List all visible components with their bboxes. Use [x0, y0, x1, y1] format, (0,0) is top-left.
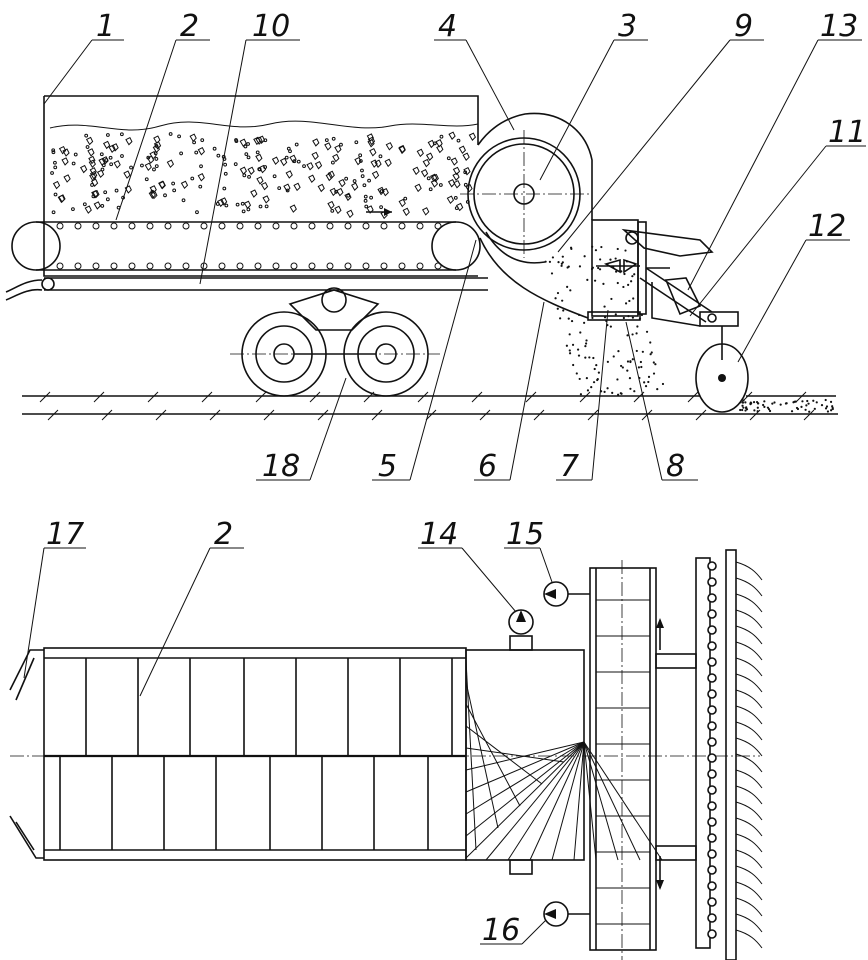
callout-5: 5	[372, 239, 477, 484]
callout-label-4: 4	[438, 9, 457, 44]
side-view	[5, 95, 838, 421]
callout-11: 11	[689, 115, 866, 317]
callout-label-1: 1	[96, 9, 115, 44]
callout-label-10: 10	[252, 9, 290, 44]
callout-label-17: 17	[46, 517, 84, 552]
plan-view	[9, 549, 763, 960]
callout-10: 10	[199, 9, 300, 285]
drum	[460, 112, 593, 319]
plan-roller	[695, 549, 763, 960]
plan-drum	[465, 609, 663, 875]
callout-label-2: 2	[180, 9, 199, 44]
callout-label-11: 11	[828, 115, 866, 150]
granular-material	[50, 131, 477, 220]
callouts: 1 2 10 4 3 9 13 11	[23, 9, 866, 948]
callout-label-13: 13	[820, 9, 858, 44]
callout-label-2-plan: 2	[214, 517, 233, 552]
callout-16: 16	[480, 913, 547, 948]
plan-hopper	[9, 647, 760, 861]
callout-label-3: 3	[618, 9, 637, 44]
hopper	[43, 95, 479, 277]
callout-14: 14	[418, 517, 517, 613]
callout-4: 4	[434, 9, 515, 131]
chassis-wheels	[230, 287, 440, 397]
callout-label-14: 14	[420, 517, 458, 552]
callout-label-9: 9	[734, 9, 753, 44]
callout-3: 3	[539, 9, 648, 181]
callout-label-6: 6	[478, 449, 497, 484]
callout-12: 12	[737, 209, 850, 363]
callout-8: 8	[625, 321, 698, 484]
callout-label-12: 12	[808, 209, 846, 244]
plan-dispenser	[543, 560, 697, 960]
callout-13: 13	[687, 9, 862, 291]
frame	[5, 277, 488, 301]
falling-material	[544, 245, 834, 413]
ground	[22, 391, 838, 421]
callout-7: 7	[556, 309, 609, 484]
callout-1: 1	[43, 9, 124, 105]
callout-2: 2	[115, 9, 210, 221]
callout-label-8: 8	[666, 449, 685, 484]
callout-label-5: 5	[378, 449, 397, 484]
callout-15: 15	[504, 517, 553, 583]
callout-9: 9	[557, 9, 764, 253]
callout-label-18: 18	[262, 449, 300, 484]
callout-17: 17	[23, 517, 86, 679]
roller-wheel	[695, 343, 749, 413]
callout-18: 18	[256, 377, 347, 484]
conveyor-belt	[11, 221, 481, 271]
linkage	[621, 228, 739, 360]
callout-label-7: 7	[560, 449, 579, 484]
callout-label-16: 16	[482, 913, 520, 948]
callout-6: 6	[474, 301, 545, 484]
callout-label-15: 15	[506, 517, 544, 552]
callout-2-plan: 2	[139, 517, 244, 697]
